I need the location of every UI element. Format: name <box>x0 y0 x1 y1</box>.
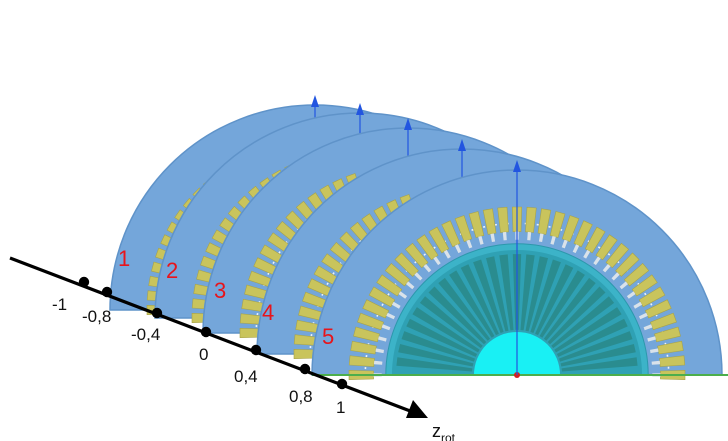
rotor-bar <box>559 331 633 362</box>
tick-label: -0,8 <box>82 307 111 326</box>
field-arrowhead <box>311 95 319 107</box>
slices-layer: 1 2 3 4 5 <box>109 95 728 381</box>
z-axis-letter: z <box>432 421 441 441</box>
tick-dot <box>250 344 262 356</box>
slot-opening <box>626 291 636 299</box>
tick-label: 0,8 <box>289 387 313 406</box>
rotor-bar <box>539 270 585 338</box>
slot-opening <box>414 272 423 281</box>
slot-opening <box>502 231 507 241</box>
slot-opening <box>490 233 496 242</box>
rotor-bar <box>473 259 504 333</box>
stator-slot <box>657 340 684 355</box>
slot-opening <box>443 249 451 259</box>
rotor-bar <box>551 296 615 349</box>
field-arrowhead <box>513 160 521 172</box>
z-axis: zrot <box>9 256 456 441</box>
slot-opening <box>375 348 384 354</box>
rotor-bar <box>419 296 483 349</box>
slice-5 <box>311 160 728 381</box>
tick-dot <box>200 326 212 338</box>
slot-opening <box>406 281 415 290</box>
rotor-bar <box>520 254 535 331</box>
slice-number-5: 5 <box>322 324 334 349</box>
slice-number-4: 4 <box>262 300 274 325</box>
rotor-bar <box>530 259 561 333</box>
z-axis-arrowhead <box>406 400 428 418</box>
slot-opening <box>454 244 462 254</box>
rotor-bar <box>449 270 495 338</box>
slice-number-2: 2 <box>166 258 178 283</box>
rotor-bar <box>543 277 596 341</box>
slot-opening <box>619 281 628 290</box>
slot-opening <box>527 231 532 241</box>
slot-opening <box>638 312 648 320</box>
z-axis-line <box>9 256 419 416</box>
tick-label: 0 <box>199 345 208 364</box>
rotor-bar <box>396 357 473 372</box>
field-arrowhead <box>356 103 364 115</box>
z-axis-subscript: rot <box>441 431 456 441</box>
slice-number-3: 3 <box>214 278 226 303</box>
slot-opening <box>550 236 556 245</box>
rotor-bar <box>547 286 606 345</box>
slot-opening <box>386 312 396 320</box>
tick-dot <box>151 307 163 319</box>
field-arrowhead <box>458 139 466 151</box>
slot-opening <box>633 301 643 309</box>
slot-opening <box>650 348 659 354</box>
rotor-bar <box>398 344 474 367</box>
rotor-bar <box>499 254 514 331</box>
rotor-bar <box>560 344 636 367</box>
slot-opening <box>373 360 383 365</box>
tick-label: -0,4 <box>131 325 160 344</box>
slot-opening <box>561 239 568 249</box>
slot-opening <box>381 324 391 331</box>
tick-dot <box>78 276 90 288</box>
tick-dot <box>299 363 311 375</box>
rotor-bar <box>486 256 509 332</box>
tick-label: 0,4 <box>234 367 258 386</box>
z-axis-ticks: -1 -0,8 -0,4 0 0,4 0,8 1 <box>52 276 348 417</box>
tick-dot <box>101 286 113 298</box>
slot-opening <box>433 256 441 266</box>
slot-opening <box>398 291 408 299</box>
slice-number-1: 1 <box>118 246 130 271</box>
rotor-bar <box>561 357 638 372</box>
slot-opening <box>651 360 661 365</box>
rotor-bar <box>535 264 574 336</box>
rotor-bar <box>556 318 628 357</box>
rotor-bar <box>412 307 480 353</box>
slot-opening <box>378 336 387 342</box>
slot-opening <box>478 236 484 245</box>
slot-opening <box>643 324 653 331</box>
rotor-bar <box>554 307 622 353</box>
slot-opening <box>602 264 611 273</box>
slot-opening <box>538 233 544 242</box>
slot-opening <box>423 264 432 273</box>
slot-opening <box>572 244 580 254</box>
slot-opening <box>583 249 591 259</box>
rotor-bar <box>525 256 548 332</box>
slot-opening <box>593 256 601 266</box>
tick-dot <box>336 378 348 390</box>
slot-opening <box>391 301 401 309</box>
rotor-bar <box>438 277 491 341</box>
field-arrowhead <box>404 118 412 130</box>
stator-slot <box>482 208 497 235</box>
slot-opening <box>647 336 656 342</box>
rotor-bar <box>460 264 499 336</box>
slot-opening <box>611 272 620 281</box>
tick-label: -1 <box>52 295 67 314</box>
rotor-bar <box>401 331 475 362</box>
z-axis-name: zrot <box>432 421 456 441</box>
stator-slot <box>537 208 552 235</box>
airgap-seam <box>364 222 670 376</box>
rotor-bar <box>406 318 478 357</box>
stator-slot <box>350 340 377 355</box>
tick-label: 1 <box>336 398 345 417</box>
rotor-bar <box>428 286 487 345</box>
slot-opening <box>466 239 473 249</box>
